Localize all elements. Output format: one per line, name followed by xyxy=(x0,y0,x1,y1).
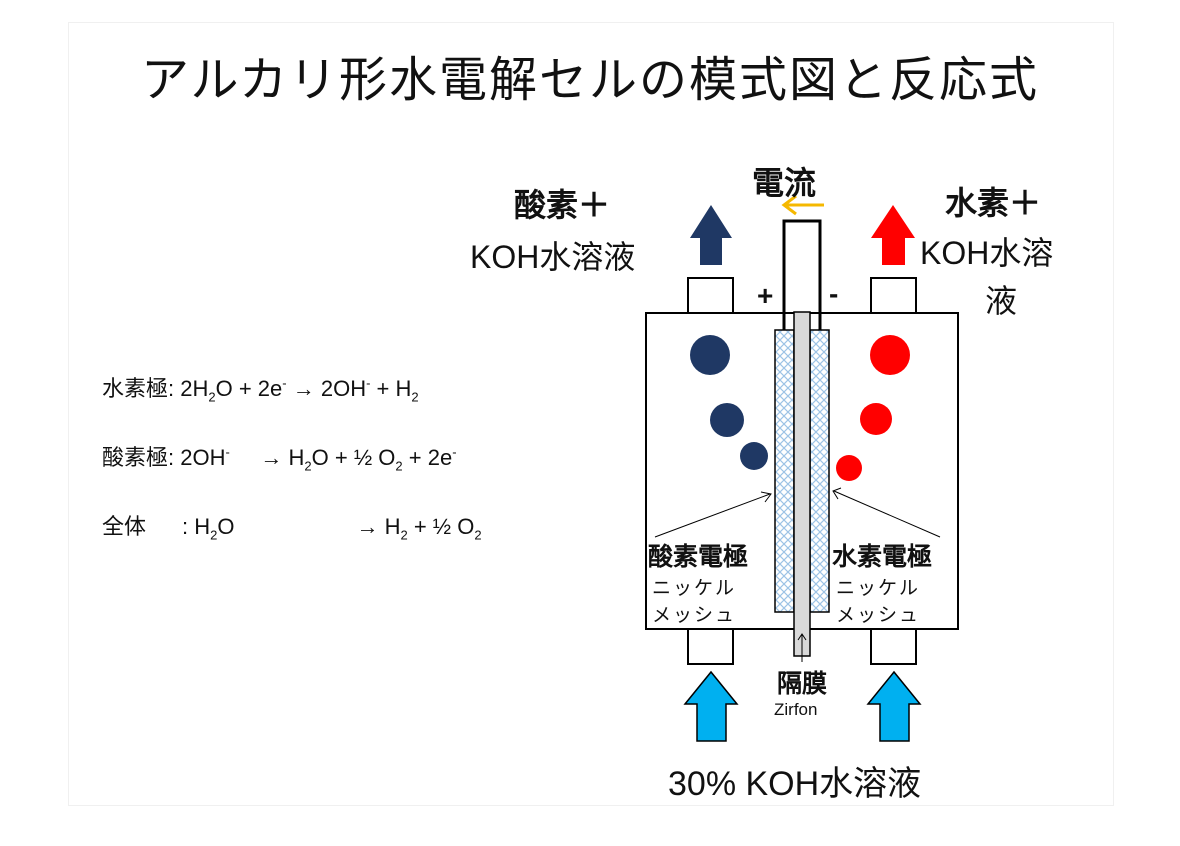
external-circuit-wire xyxy=(782,219,822,330)
total-label: 全体 xyxy=(102,514,147,539)
hydrogen-output-label-line1: 水素＋ xyxy=(945,185,1042,221)
oxygen-mesh-electrode xyxy=(774,329,795,613)
oxygen-output-arrow xyxy=(690,205,732,265)
oxygen-output-label-line1: 酸素＋ xyxy=(514,187,611,223)
equation-oxygen: 酸素極: 2OH- → H2O + ½ O2 + 2e- xyxy=(102,444,457,474)
inlet-solution-label: 30% KOH水溶液 xyxy=(668,765,922,803)
hydrogen-output-label-line3: 液 xyxy=(985,283,1018,319)
oxygen-bubble xyxy=(710,403,744,437)
oxygen-mesh-label: メッシュ xyxy=(652,605,737,626)
oxygen-electrode-label: 酸素極 xyxy=(102,445,169,470)
anode-plus-sign: + xyxy=(757,280,774,311)
hydrogen-bubble xyxy=(836,455,862,481)
oxygen-bubble xyxy=(740,442,768,470)
equation-hydrogen: 水素極: 2H2O + 2e- → 2OH- + H2 xyxy=(102,375,419,405)
oxygen-inlet-port xyxy=(687,628,734,665)
hydrogen-side-inlet-arrow xyxy=(866,670,922,742)
hydrogen-bubble xyxy=(870,335,910,375)
oxygen-bubble xyxy=(690,335,730,375)
diaphragm-label: 隔膜 xyxy=(777,670,828,698)
oxygen-output-label-line2: KOH水溶液 xyxy=(470,239,636,275)
oxygen-nickel-label: ニッケル xyxy=(652,578,737,599)
hydrogen-outlet-port xyxy=(870,277,917,314)
hydrogen-electrode-label: 水素電極 xyxy=(832,543,933,571)
hydrogen-electrode-label: 水素極 xyxy=(102,376,169,401)
page-title: アルカリ形水電解セルの模式図と反応式 xyxy=(140,52,1040,108)
oxygen-electrode-label: 酸素電極 xyxy=(648,543,749,571)
oxygen-electrode-pointer xyxy=(654,493,771,538)
hydrogen-output-arrow xyxy=(871,205,915,265)
equation-total: 全体: H2O→ H2 + ½ O2 xyxy=(102,514,482,543)
hydrogen-output-label-line2: KOH水溶 xyxy=(920,235,1054,271)
oxygen-outlet-port xyxy=(687,277,734,314)
cathode-minus-sign: - xyxy=(829,278,839,309)
current-label: 電流 xyxy=(752,165,817,201)
hydrogen-mesh-label: メッシュ xyxy=(836,605,921,626)
hydrogen-mesh-electrode xyxy=(809,329,830,613)
hydrogen-inlet-port xyxy=(870,628,917,665)
hydrogen-nickel-label: ニッケル xyxy=(836,578,921,599)
hydrogen-bubble xyxy=(860,403,892,435)
diaphragm xyxy=(793,311,811,657)
hydrogen-electrode-pointer xyxy=(833,490,941,538)
diaphragm-material-label: Zirfon xyxy=(774,700,818,719)
oxygen-side-inlet-arrow xyxy=(683,670,739,742)
